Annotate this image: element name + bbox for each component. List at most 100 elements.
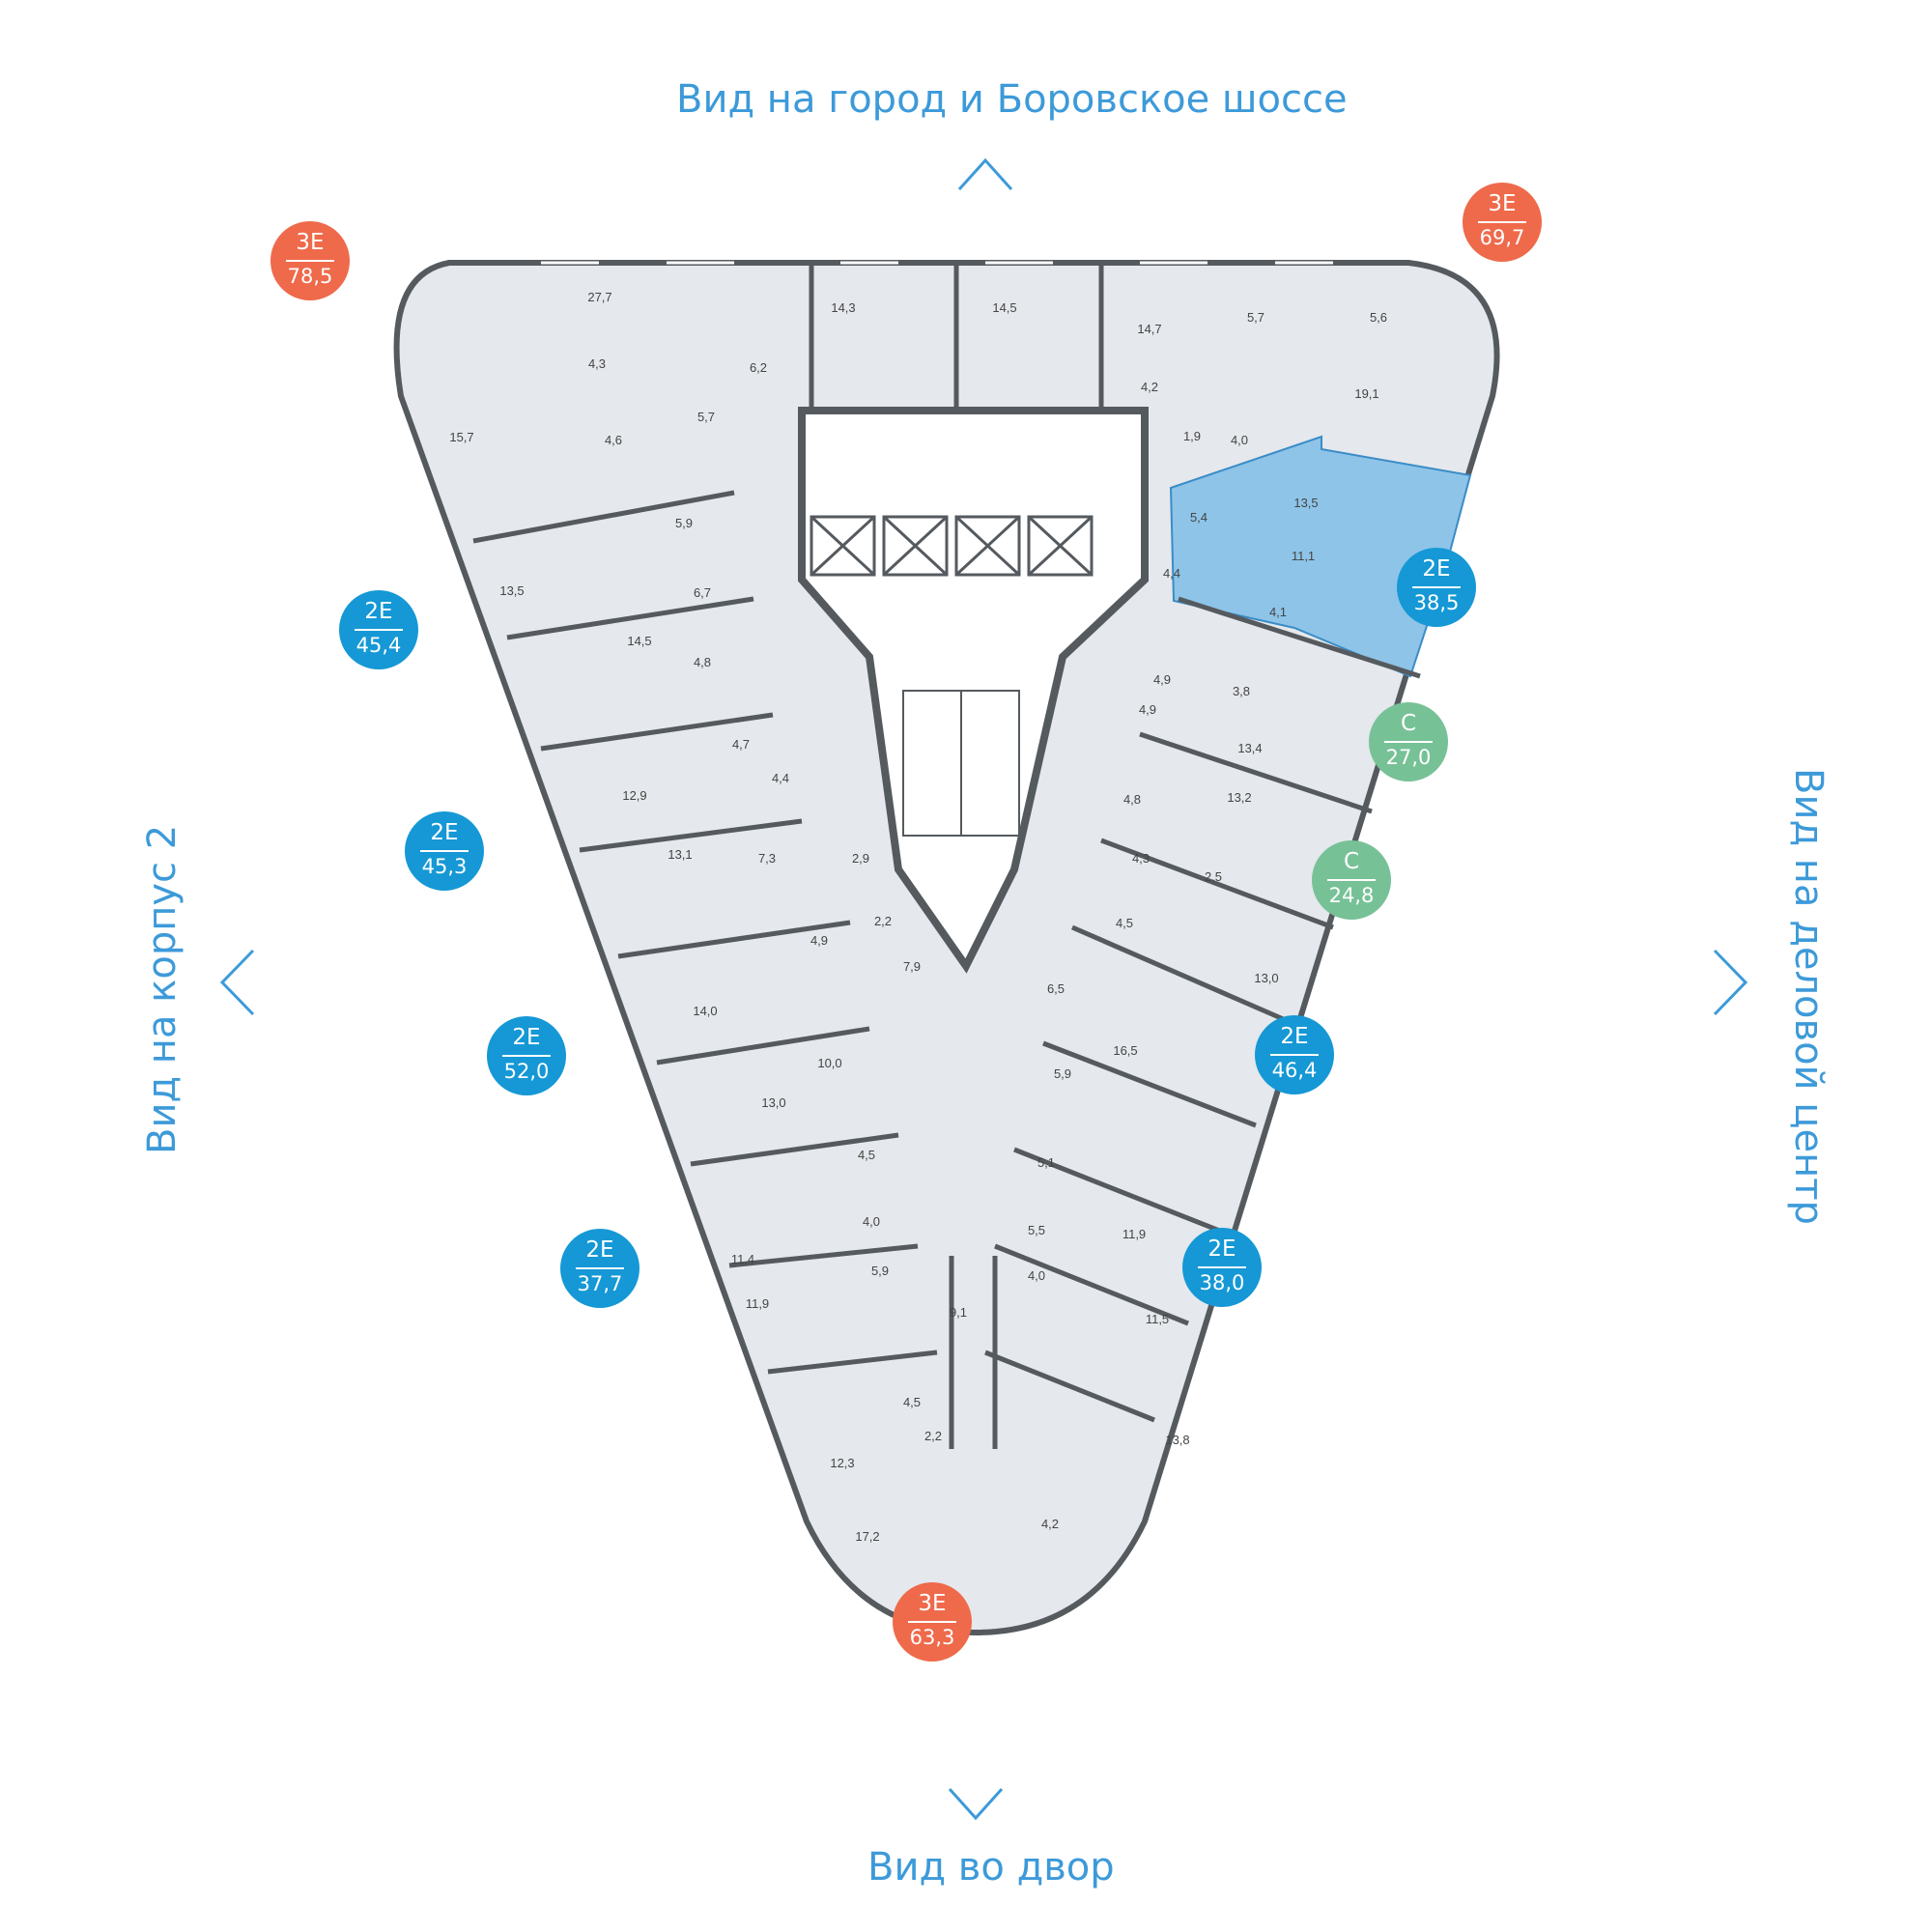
room-area: 5,9 — [1054, 1066, 1071, 1081]
room-area: 7,3 — [758, 851, 776, 866]
badge-divider — [1327, 879, 1376, 881]
elevators — [810, 515, 1094, 577]
badge-divider — [502, 1055, 551, 1057]
badge-type: С — [1343, 849, 1360, 874]
room-area: 2,5 — [1205, 869, 1222, 884]
room-area: 17,2 — [855, 1529, 879, 1544]
room-area: 11,5 — [1146, 1312, 1169, 1326]
badge-type: 3E — [296, 230, 325, 255]
room-area: 4,9 — [1139, 702, 1156, 717]
room-area: 14,0 — [693, 1004, 717, 1018]
apartment-badge[interactable]: 2E 37,7 — [560, 1229, 639, 1308]
room-area: 14,5 — [627, 634, 651, 648]
chevron-up-icon[interactable] — [957, 157, 1013, 191]
badge-type: 2E — [1422, 556, 1451, 582]
badge-type: С — [1400, 711, 1417, 736]
badge-divider — [1270, 1054, 1319, 1056]
room-area: 14,3 — [831, 300, 855, 315]
apartment-walls — [472, 263, 1421, 1449]
room-area: 4,4 — [1163, 566, 1180, 581]
room-area: 13,1 — [668, 847, 692, 862]
badge-type: 3E — [1488, 191, 1517, 216]
room-area: 4,2 — [1141, 380, 1158, 394]
room-area: 13,5 — [499, 583, 524, 598]
room-area: 7,9 — [903, 959, 921, 974]
badge-divider — [1384, 741, 1433, 743]
room-area: 19,1 — [1354, 386, 1378, 401]
room-area: 4,5 — [1116, 916, 1133, 930]
badge-divider — [576, 1267, 624, 1269]
badge-area: 24,8 — [1328, 884, 1375, 907]
room-area: 4,0 — [1231, 433, 1248, 447]
room-area: 13,2 — [1227, 790, 1251, 805]
room-area: 4,3 — [1132, 851, 1150, 866]
room-area: 13,0 — [761, 1095, 785, 1110]
chevron-right-icon[interactable] — [1713, 949, 1748, 1016]
badge-divider — [355, 629, 403, 631]
stairwell — [902, 690, 1020, 837]
room-area: 5,4 — [1190, 510, 1208, 525]
badge-divider — [1412, 586, 1461, 588]
badge-type: 2E — [364, 599, 393, 624]
room-area: 4,9 — [1153, 672, 1171, 687]
chevron-left-icon[interactable] — [219, 949, 255, 1016]
view-label-left: Вид на корпус 2 — [140, 824, 185, 1154]
room-area: 13,0 — [1254, 971, 1278, 985]
badge-area: 46,4 — [1271, 1059, 1318, 1082]
room-area: 4,6 — [605, 433, 622, 447]
room-area: 11,4 — [731, 1252, 754, 1266]
room-area: 14,5 — [992, 300, 1016, 315]
room-area: 4,5 — [858, 1148, 875, 1162]
room-area: 6,2 — [750, 360, 767, 375]
building-core — [798, 407, 1149, 974]
badge-type: 3E — [918, 1591, 947, 1616]
room-area: 4,5 — [903, 1395, 921, 1409]
room-area: 10,0 — [817, 1056, 841, 1070]
badge-area: 45,3 — [421, 855, 468, 878]
room-area: 11,9 — [746, 1296, 769, 1311]
room-area: 4,4 — [772, 771, 789, 785]
badge-divider — [1478, 221, 1526, 223]
room-area: 4,8 — [1123, 792, 1141, 807]
apartment-badge[interactable]: 2E 38,5 — [1397, 548, 1476, 627]
badge-divider — [908, 1621, 956, 1623]
badge-area: 63,3 — [909, 1626, 955, 1649]
room-area: 6,5 — [1047, 981, 1065, 996]
room-area: 27,7 — [587, 290, 611, 304]
badge-type: 2E — [585, 1237, 614, 1263]
room-area: 4,9 — [810, 933, 828, 948]
apartment-badge[interactable]: 3E 78,5 — [270, 221, 350, 300]
badge-type: 2E — [1280, 1024, 1309, 1049]
room-area: 5,9 — [871, 1264, 889, 1278]
badge-divider — [420, 850, 469, 852]
room-area: 5,7 — [1247, 310, 1264, 325]
badge-area: 45,4 — [355, 634, 402, 657]
room-area: 12,3 — [830, 1456, 854, 1470]
chevron-down-icon[interactable] — [948, 1787, 1004, 1821]
room-area: 13,4 — [1237, 741, 1262, 755]
room-area: 4,0 — [863, 1214, 880, 1229]
badge-area: 38,5 — [1413, 591, 1460, 614]
apartment-badge[interactable]: 2E 45,4 — [339, 590, 418, 669]
room-area: 4,3 — [588, 356, 606, 371]
room-area: 4,7 — [732, 737, 750, 752]
apartment-badge[interactable]: 3E 63,3 — [893, 1582, 972, 1662]
badge-area: 37,7 — [577, 1272, 623, 1295]
room-area: 5,9 — [675, 516, 693, 530]
view-label-top: Вид на город и Боровское шоссе — [676, 77, 1348, 122]
room-area: 2,2 — [924, 1429, 942, 1443]
badge-divider — [286, 260, 334, 262]
badge-area: 78,5 — [287, 265, 333, 288]
badge-divider — [1198, 1266, 1246, 1268]
room-area: 4,1 — [1269, 605, 1287, 619]
apartment-badge[interactable]: 2E 45,3 — [405, 811, 484, 891]
badge-type: 2E — [430, 820, 459, 845]
apartment-badge[interactable]: 2E 46,4 — [1255, 1015, 1334, 1094]
room-area: 16,5 — [1113, 1043, 1137, 1058]
apartment-badge[interactable]: С 24,8 — [1312, 840, 1391, 920]
room-area: 4,8 — [694, 655, 711, 669]
